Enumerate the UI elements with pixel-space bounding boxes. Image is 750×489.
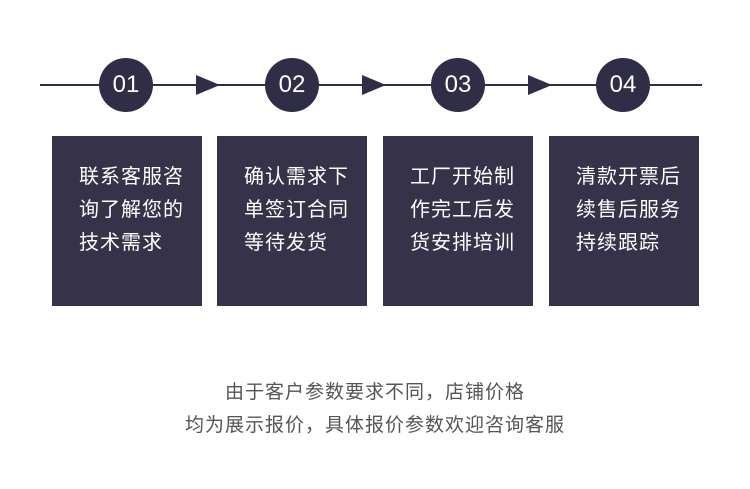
arrow-right-icon [362, 75, 386, 95]
step-card-line: 询了解您的 [79, 197, 184, 221]
step-card-2: 确认需求下 单签订合同 等待发货 [217, 136, 367, 306]
step-card-line: 联系客服咨 [79, 164, 184, 188]
step-card-line: 货安排培训 [410, 230, 515, 254]
step-card-1: 联系客服咨 询了解您的 技术需求 [52, 136, 202, 306]
pricing-note-line-1: 由于客户参数要求不同，店铺价格 [224, 381, 525, 403]
step-number-3: 03 [431, 58, 485, 112]
step-card-line: 确认需求下 [244, 164, 349, 188]
arrow-right-icon [528, 75, 552, 95]
step-number-2: 02 [265, 58, 319, 112]
step-number-4: 04 [596, 58, 650, 112]
step-card-line: 等待发货 [244, 230, 328, 254]
step-card-4: 清款开票后 续售后服务 持续跟踪 [549, 136, 699, 306]
step-card-line: 作完工后发 [410, 197, 515, 221]
step-card-line: 续售后服务 [576, 197, 681, 221]
arrow-right-icon [196, 75, 220, 95]
step-card-line: 清款开票后 [576, 164, 681, 188]
step-card-line: 单签订合同 [244, 197, 349, 221]
pricing-note-line-2: 均为展示报价，具体报价参数欢迎咨询客服 [184, 414, 565, 436]
step-number-1: 01 [99, 58, 153, 112]
step-card-line: 技术需求 [79, 230, 163, 254]
step-card-line: 持续跟踪 [576, 230, 660, 254]
step-card-3: 工厂开始制 作完工后发 货安排培训 [383, 136, 533, 306]
step-card-line: 工厂开始制 [410, 164, 515, 188]
